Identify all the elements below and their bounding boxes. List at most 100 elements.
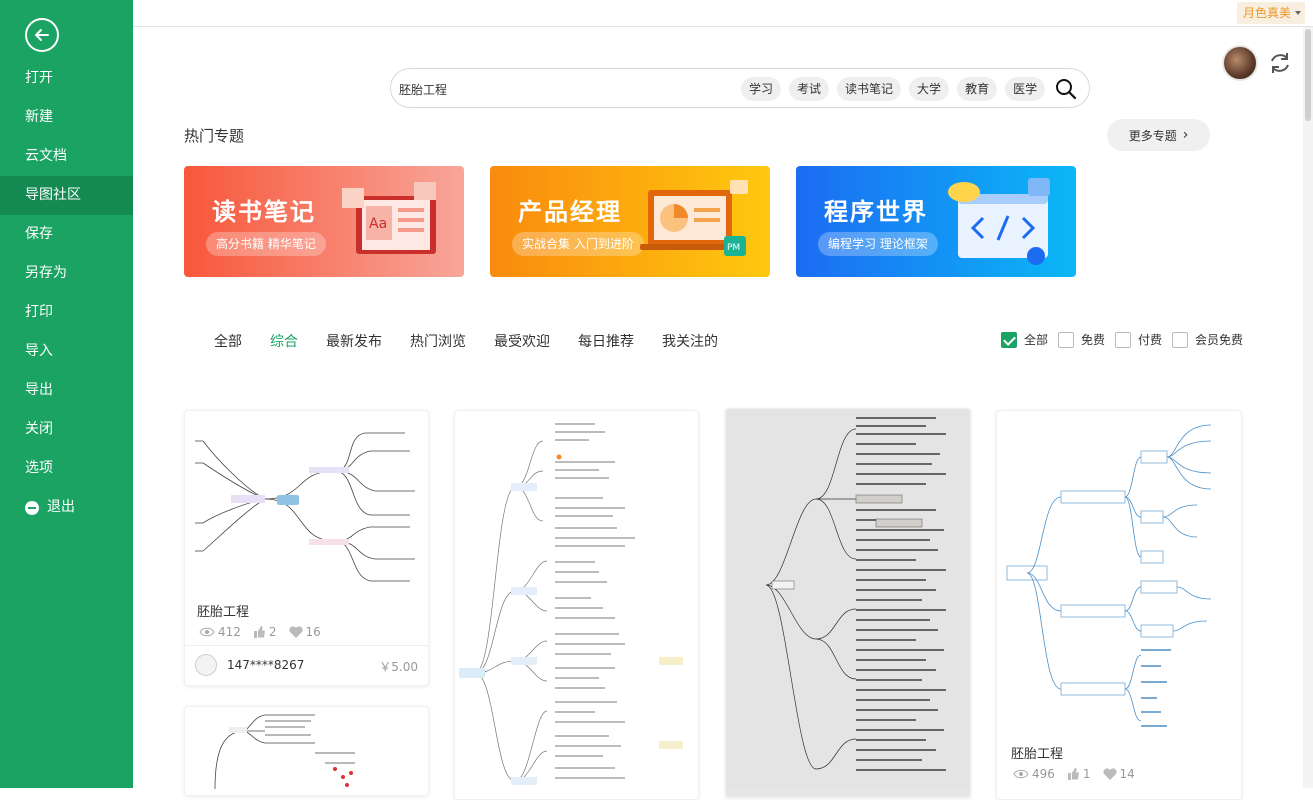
mindmap-card[interactable]: 胚胎工程 496 1 14 [996,410,1242,800]
sidebar-item-print[interactable]: 打印 [0,293,133,332]
sidebar-item-label: 导图社区 [25,187,81,203]
exit-icon [25,500,39,515]
topic-banner[interactable]: 读书笔记 高分书籍 精华笔记 Aa [184,166,464,277]
price-filter-all[interactable]: 全部 [1001,331,1048,348]
mindmap-thumbnail [214,714,355,790]
price-filter-member-free[interactable]: 会员免费 [1172,331,1243,348]
card-price: ￥5.00 [379,660,418,674]
sidebar-item-close[interactable]: 关闭 [0,410,133,449]
search-tag[interactable]: 考试 [789,77,830,101]
price-filter-paid[interactable]: 付费 [1115,331,1162,348]
topic-banner[interactable]: 产品经理 实战合集 入门到进阶 PM [490,166,770,277]
more-topics-button[interactable]: 更多专题› [1107,119,1210,151]
mindmap-card[interactable] [725,408,971,798]
checkbox[interactable] [1001,331,1017,348]
sidebar-item-label: 导入 [25,343,53,359]
scrollbar[interactable] [1303,27,1313,788]
tab-comprehensive[interactable]: 综合 [270,334,298,350]
heart-icon [288,626,303,638]
search-input[interactable] [399,79,699,99]
sidebar-item-options[interactable]: 选项 [0,449,133,488]
view-count: 412 [218,625,241,639]
top-bar: 月色真美 [133,0,1313,27]
eye-icon [199,627,215,637]
mindmap-card[interactable] [184,706,429,796]
sidebar-item-label: 打印 [25,304,53,320]
search-tag[interactable]: 医学 [1005,77,1046,101]
sidebar-item-label: 关闭 [25,421,53,437]
tab-following[interactable]: 我关注的 [662,334,718,350]
svg-text:Aa: Aa [369,216,387,232]
tab-latest[interactable]: 最新发布 [326,334,382,350]
refresh-icon[interactable] [1267,50,1293,76]
banner-subtitle: 高分书籍 精华笔记 [206,232,326,256]
author-name[interactable]: 147****8267 [227,658,305,672]
sidebar-item-label: 保存 [25,226,53,242]
banner-subtitle: 编程学习 理论框架 [818,232,938,256]
author-avatar[interactable] [195,654,217,676]
sidebar-item-community[interactable]: 导图社区 [0,176,133,215]
sidebar-item-import[interactable]: 导入 [0,332,133,371]
like-count: 1 [1082,767,1091,781]
card-stats: 496 1 14 [1013,767,1135,781]
sidebar-menu: 打开 新建 云文档 导图社区 保存 另存为 打印 导入 导出 关闭 选项 退出 [0,59,133,527]
checkbox[interactable] [1058,331,1075,348]
price-filter: 全部 免费 付费 会员免费 [1001,331,1243,348]
checkbox-label: 会员免费 [1195,333,1244,347]
card-title: 胚胎工程 [1011,747,1064,762]
sidebar-item-label: 新建 [25,109,53,125]
sidebar-item-save[interactable]: 保存 [0,215,133,254]
like-count: 2 [268,625,277,639]
back-icon[interactable] [25,18,59,52]
search-tag[interactable]: 大学 [909,77,950,101]
section-title: 热门专题 [184,127,245,145]
tab-hot-browse[interactable]: 热门浏览 [410,334,466,350]
price-filter-free[interactable]: 免费 [1058,331,1105,348]
more-topics-label: 更多专题 [1128,128,1177,143]
topic-banner[interactable]: 程序世界 编程学习 理论框架 [796,166,1076,277]
search-tags: 学习 考试 读书笔记 大学 教育 医学 [741,77,1046,101]
search-tag[interactable]: 读书笔记 [837,77,902,101]
user-menu[interactable]: 月色真美 [1236,2,1305,24]
checkbox-label: 付费 [1138,333,1163,347]
card-title: 胚胎工程 [197,605,250,620]
scroll-thumb[interactable] [1305,29,1311,121]
heart-icon [1102,768,1117,780]
banner-title: 读书笔记 [212,198,316,226]
mindmap-card[interactable]: 胚胎工程 412 2 16 147****8267 ￥5.00 [184,410,429,686]
search-bar: 学习 考试 读书笔记 大学 教育 医学 [390,68,1090,108]
sidebar-item-export[interactable]: 导出 [0,371,133,410]
mindmap-card[interactable] [454,410,699,800]
mindmap-thumbnail [459,423,683,785]
search-tag[interactable]: 教育 [957,77,998,101]
sidebar-item-new[interactable]: 新建 [0,98,133,137]
laptop-chart-icon: PM [640,180,748,256]
mindmap-thumbnail [726,409,970,789]
sidebar-item-exit[interactable]: 退出 [0,488,133,527]
banner-subtitle: 实战合集 入门到进阶 [512,232,644,256]
favorite-count: 14 [1119,767,1135,781]
sidebar-item-open[interactable]: 打开 [0,59,133,98]
search-icon[interactable] [1055,78,1077,100]
sidebar-item-save-as[interactable]: 另存为 [0,254,133,293]
mindmap-thumbnail [1006,424,1212,727]
avatar[interactable] [1222,45,1258,81]
thumbs-up-icon [253,626,265,638]
tab-all[interactable]: 全部 [214,334,242,350]
mindmap-thumbnail [195,432,415,582]
sidebar-item-label: 打开 [25,70,53,86]
search-tag[interactable]: 学习 [741,77,782,101]
tab-daily-picks[interactable]: 每日推荐 [578,334,634,350]
sidebar-item-cloud-docs[interactable]: 云文档 [0,137,133,176]
tab-most-popular[interactable]: 最受欢迎 [494,334,550,350]
banner-title: 产品经理 [518,198,622,226]
sidebar-item-label: 退出 [47,499,75,515]
sidebar-item-label: 另存为 [25,265,67,281]
book-notes-icon: Aa [342,182,436,254]
thumbs-up-icon [1067,768,1079,780]
checkbox[interactable] [1115,331,1132,348]
card-author-row: 147****8267 ￥5.00 [185,645,428,685]
checkbox[interactable] [1172,331,1189,348]
favorite-count: 16 [305,625,321,639]
checkbox-label: 全部 [1024,333,1049,347]
